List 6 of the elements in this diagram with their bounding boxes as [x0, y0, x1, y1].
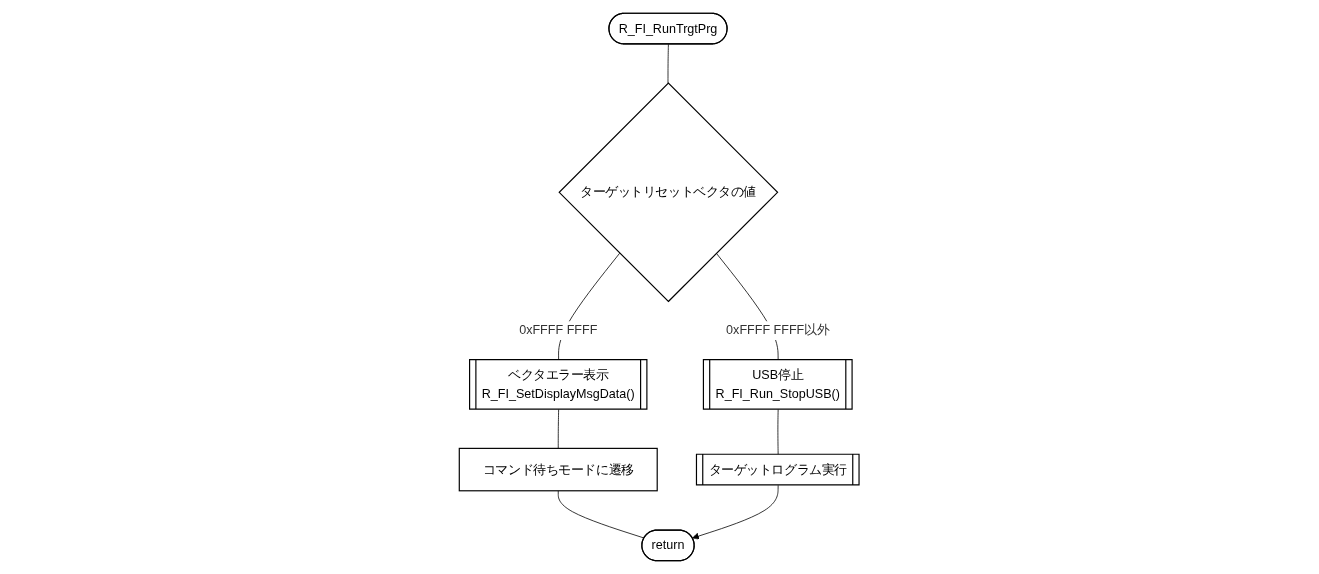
connector	[558, 409, 560, 449]
node-diamond: ターゲットリセットベクタの値	[558, 82, 779, 303]
edge-label: 0xFFFF FFFF	[519, 323, 598, 337]
connector	[667, 43, 670, 84]
node-box: コマンド待ちモードに遷移	[459, 447, 659, 492]
edge-label: 0xFFFF FFFF以外	[726, 323, 830, 337]
